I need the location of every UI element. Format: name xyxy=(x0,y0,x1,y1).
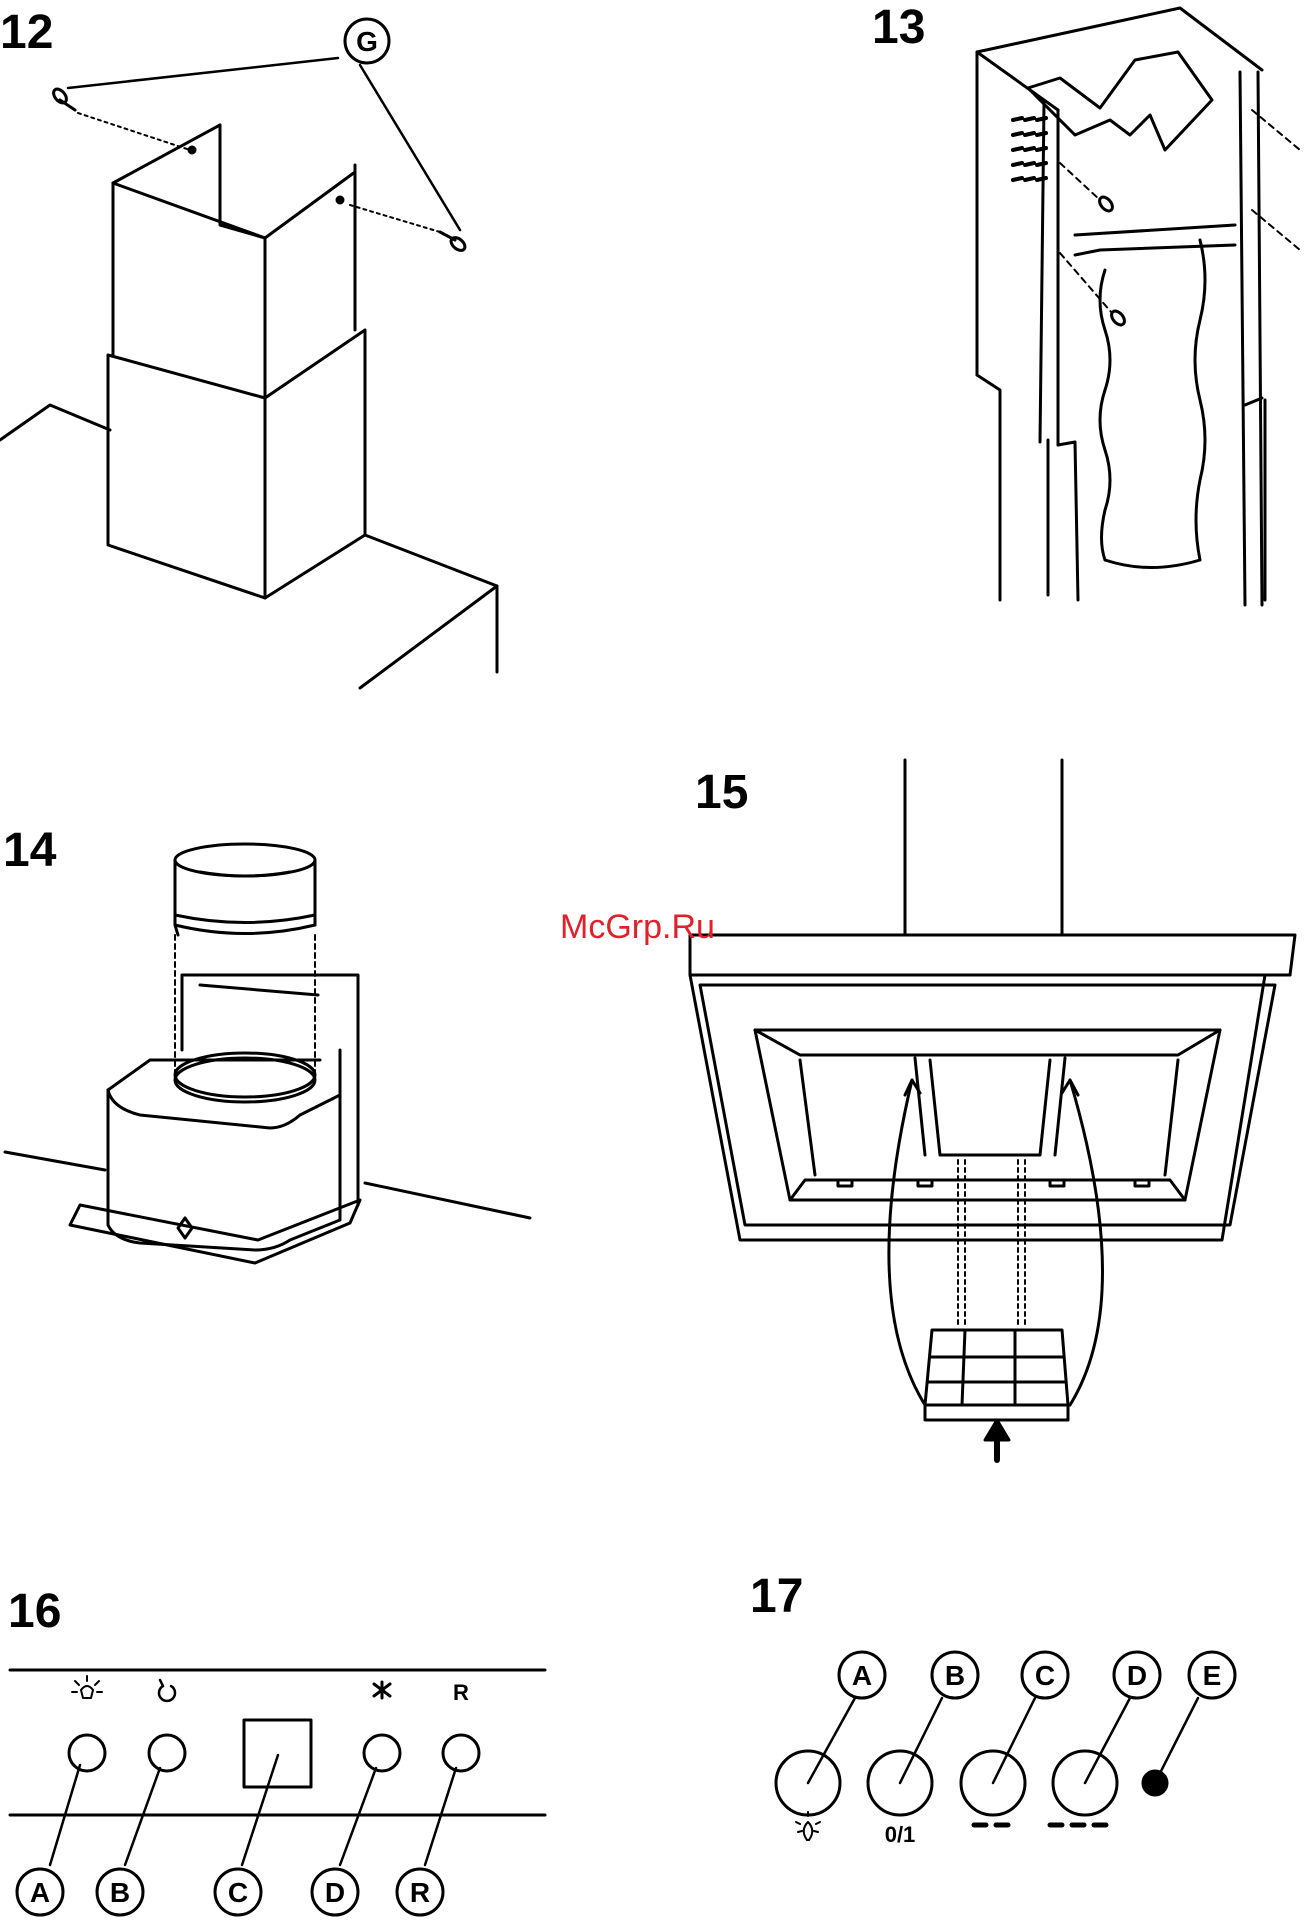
figure-16-control-panel xyxy=(10,1670,545,1915)
figure-17-number: 17 xyxy=(750,1570,803,1623)
callout-17-b: B xyxy=(945,1660,965,1691)
callout-16-r: R xyxy=(410,1877,430,1908)
callout-16-d: D xyxy=(325,1877,345,1908)
figure-13-number: 13 xyxy=(872,1,925,54)
figure-15-number: 15 xyxy=(695,766,748,819)
watermark: McGrp.Ru xyxy=(560,908,715,946)
callout-g-label: G xyxy=(356,26,378,57)
callout-16-b: B xyxy=(110,1877,130,1908)
reset-symbol-label: R xyxy=(453,1680,469,1705)
figure-15-filter-installation xyxy=(690,760,1295,1460)
figure-16-number: 16 xyxy=(8,1585,61,1638)
figure-12-number: 12 xyxy=(0,6,53,59)
figure-12-chimney-assembly xyxy=(0,19,497,688)
callout-16-a: A xyxy=(30,1877,50,1908)
callout-17-d: D xyxy=(1127,1660,1147,1691)
callout-17-c: C xyxy=(1035,1660,1055,1691)
callout-16-c: C xyxy=(228,1877,248,1908)
figure-14-number: 14 xyxy=(3,824,57,877)
figure-14-duct-adapter xyxy=(5,844,530,1263)
figure-13-chimney-cutaway xyxy=(977,8,1300,605)
figure-17-control-buttons xyxy=(776,1652,1235,1840)
callout-17-a: A xyxy=(852,1660,872,1691)
on-off-label: 0/1 xyxy=(885,1822,916,1847)
callout-17-e: E xyxy=(1203,1660,1222,1691)
